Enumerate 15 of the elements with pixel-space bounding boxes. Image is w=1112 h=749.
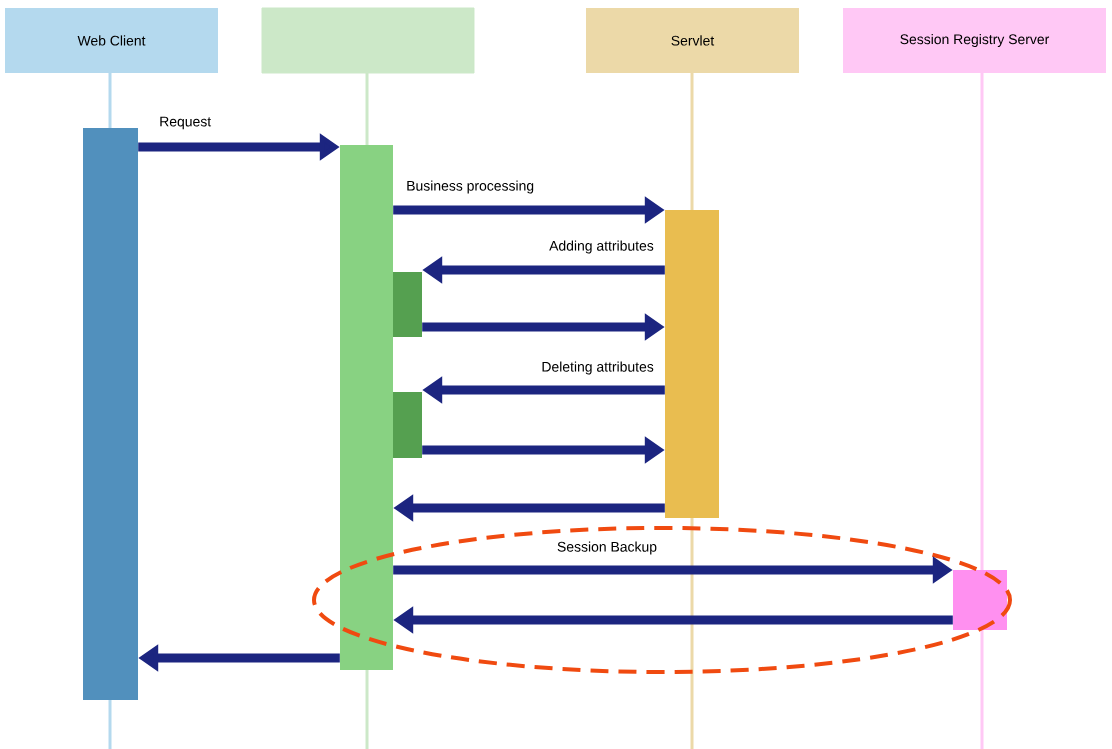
activation-bar (953, 570, 1007, 630)
message-label: Request (160, 116, 212, 130)
lifeline-header: Servlet (586, 8, 799, 73)
activation-bar (665, 210, 719, 518)
header-box (261, 7, 475, 74)
message-label: Deleting attributes (542, 361, 654, 375)
message-label: Business processing (407, 180, 534, 194)
message-label: Session Backup (557, 541, 657, 555)
activation-bar (340, 145, 393, 670)
lifeline-header: Session Registry Server (843, 8, 1106, 73)
activation-bar (393, 272, 422, 337)
activation-bar (83, 128, 138, 700)
message-label: Adding attributes (549, 240, 654, 254)
activation-bar (393, 392, 422, 458)
lifeline-header: Web Client (5, 8, 218, 73)
